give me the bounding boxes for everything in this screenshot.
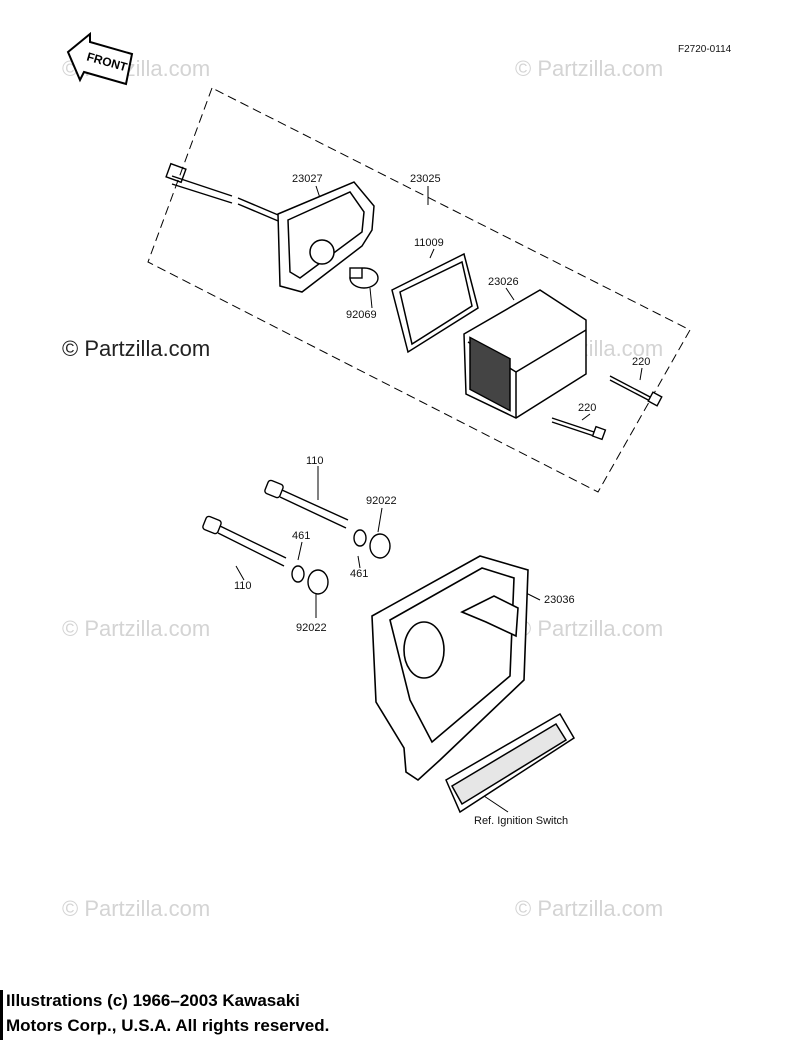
watermark: © Partzilla.com	[515, 896, 664, 921]
label-110: 110	[234, 580, 252, 592]
wire-harness	[165, 162, 291, 227]
assembly-boundary	[147, 87, 691, 493]
label-23027: 23027	[292, 173, 323, 185]
bolt-110	[202, 479, 349, 567]
label-23036: 23036	[544, 594, 575, 606]
diagram-code: F2720-0114	[678, 44, 732, 55]
label-92069: 92069	[346, 309, 377, 321]
label-ref-ignition-switch: Ref. Ignition Switch	[474, 815, 569, 827]
watermark: © Partzilla.com	[62, 336, 211, 361]
bracket-23036	[371, 555, 529, 782]
front-arrow-icon: FRONT	[66, 31, 134, 86]
label-220: 220	[632, 356, 651, 368]
washers	[291, 529, 391, 595]
copyright-line-1: Illustrations (c) 1966–2003 Kawasaki	[6, 991, 300, 1010]
footer-bar	[0, 990, 3, 1040]
watermark: © Partzilla.com	[515, 616, 664, 641]
label-110: 110	[306, 455, 324, 467]
label-220: 220	[578, 402, 597, 414]
lens-23026	[463, 289, 587, 419]
watermark: © Partzilla.com	[62, 896, 211, 921]
label-23026: 23026	[488, 276, 519, 288]
bulb-92069	[349, 267, 379, 289]
label-23025: 23025	[410, 173, 441, 185]
lamp-base-23027	[277, 181, 375, 293]
watermark: © Partzilla.com	[515, 56, 664, 81]
label-92022: 92022	[366, 495, 397, 507]
watermark: © Partzilla.com	[62, 616, 211, 641]
copyright-footer: Illustrations (c) 1966–2003 Kawasaki Mot…	[6, 988, 329, 1038]
screw-220	[551, 375, 663, 441]
reflector	[445, 712, 576, 814]
label-92022: 92022	[296, 622, 327, 634]
gasket-11009	[391, 252, 479, 354]
label-11009: 11009	[414, 237, 444, 249]
copyright-line-2: Motors Corp., U.S.A. All rights reserved…	[6, 1016, 330, 1035]
label-461: 461	[292, 530, 311, 542]
label-461: 461	[350, 568, 369, 580]
